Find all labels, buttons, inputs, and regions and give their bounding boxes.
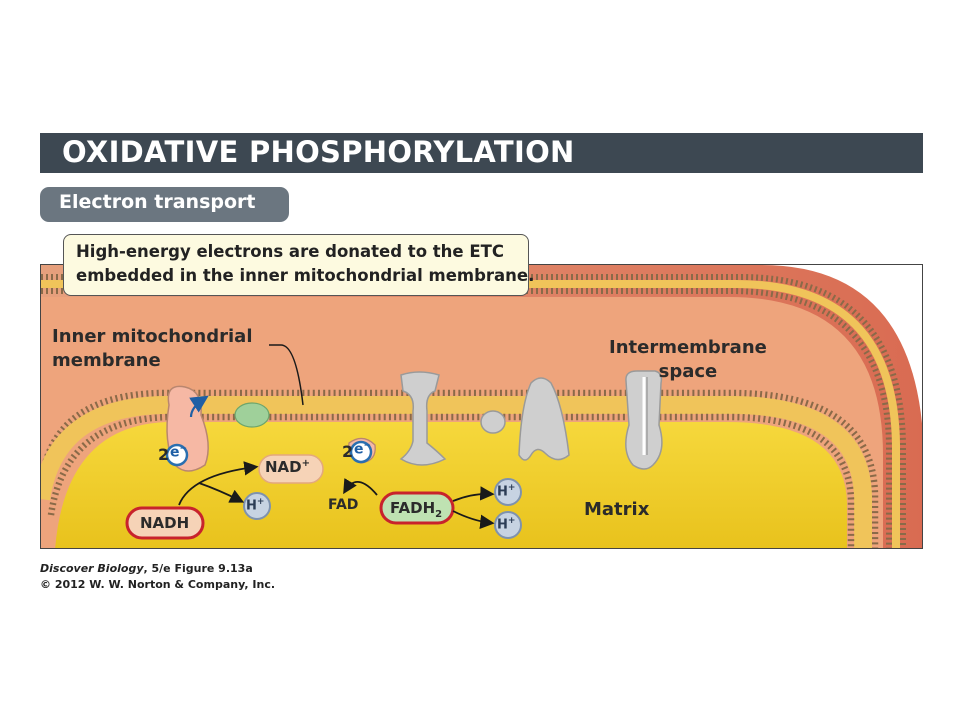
fadh-to-proton-arrow-2 xyxy=(452,510,495,529)
diagram-svg xyxy=(41,265,922,548)
electron-label-2: e− xyxy=(354,441,372,458)
figure-caption: Discover Biology, 5/e Figure 9.13a © 201… xyxy=(40,561,275,593)
callout-line-1: High-energy electrons are donated to the… xyxy=(76,242,504,261)
fad-label: FAD xyxy=(328,497,359,513)
proton-label-3: H+ xyxy=(497,516,516,533)
page-title: OXIDATIVE PHOSPHORYLATION xyxy=(62,135,575,169)
subtitle-pill xyxy=(40,187,289,222)
title-bar xyxy=(40,133,923,173)
cytochrome-c xyxy=(480,410,506,434)
complex-iii-protein xyxy=(399,371,447,466)
proton-icon-3 xyxy=(494,511,522,539)
proton-icon-1 xyxy=(243,492,271,520)
electron-icon-2 xyxy=(349,440,373,464)
fadh-to-fad-arrow xyxy=(343,478,378,496)
nad-pill xyxy=(258,454,324,484)
electron-count-2: 2 xyxy=(342,442,354,461)
nadh-to-proton-arrow xyxy=(198,482,245,503)
atp-synthase-channel xyxy=(625,370,663,470)
proton-icon-2 xyxy=(494,478,522,506)
mitochondria-diagram xyxy=(40,264,923,549)
caption-copyright: © 2012 W. W. Norton & Company, Inc. xyxy=(40,578,276,591)
proton-label-2: H+ xyxy=(497,483,516,500)
inner-membrane-leader xyxy=(269,344,304,406)
fadh-to-proton-arrow-1 xyxy=(452,486,495,502)
fadh2-label: FADH2 xyxy=(390,499,443,520)
nadh-label: NADH xyxy=(140,514,190,532)
nad-label: NAD+ xyxy=(265,458,311,476)
proton-label-1: H+ xyxy=(246,497,265,514)
caption-source: Discover Biology, 5/e Figure 9.13a xyxy=(40,562,253,575)
electron-icon-1 xyxy=(165,443,189,467)
section-subtitle: Electron transport xyxy=(59,191,256,213)
callout-box: High-energy electrons are donated to the… xyxy=(63,234,535,296)
inner-membrane-label: Inner mitochondrial membrane xyxy=(52,326,253,371)
nadh-pill xyxy=(125,506,205,540)
nadh-to-nad-arrow xyxy=(178,461,259,506)
electron-label-1: e− xyxy=(170,444,188,461)
complex-iv-protein xyxy=(518,377,570,461)
matrix-label: Matrix xyxy=(584,499,650,520)
intermembrane-space-label: Intermembrane space xyxy=(609,337,767,382)
callout-line-2: embedded in the inner mitochondrial memb… xyxy=(76,266,535,285)
electron-count-1: 2 xyxy=(158,445,170,464)
outer-membrane xyxy=(41,274,906,548)
green-carrier-oval xyxy=(234,402,270,428)
fadh2-pill xyxy=(379,491,455,525)
